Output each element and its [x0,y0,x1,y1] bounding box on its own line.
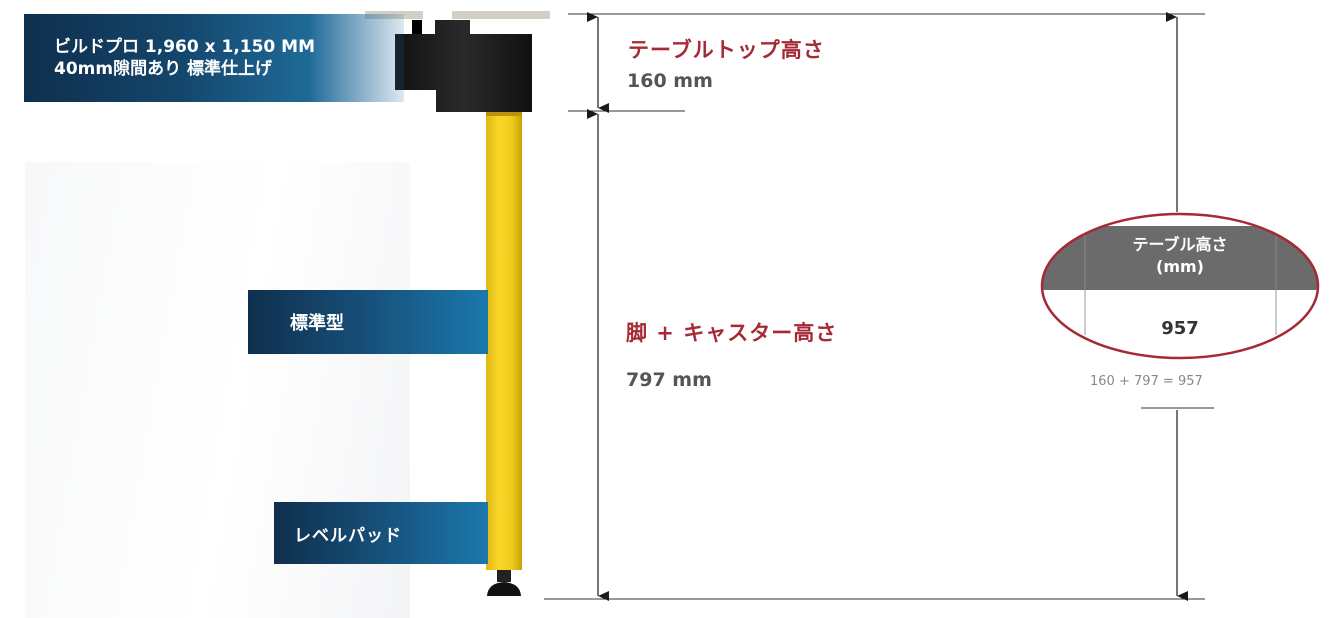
product-title-line1: ビルドプロ 1,960 x 1,150 MM [54,37,316,57]
tabletop-height-value: 160 mm [627,70,713,92]
table-leg [486,112,522,596]
table-height-header: テーブル高さ (mm) [1090,234,1270,278]
leveling-pad-foot [487,582,521,596]
highlight-oval [1040,212,1320,360]
leg-caster-height-label: 脚 + キャスター高さ [626,321,838,345]
leg-caster-height-value: 797 mm [626,369,712,391]
tabletop-frame [395,20,532,112]
tabletop-height-label: テーブルトップ高さ [628,38,825,62]
table-height-header-line1: テーブル高さ [1132,235,1228,254]
leveling-pad-callout: レベルパッド [274,502,488,564]
product-title-banner: ビルドプロ 1,960 x 1,150 MM 40mm隙間あり 標準仕上げ [24,14,404,102]
table-height-value: 957 [1161,318,1199,339]
standard-type-label: 標準型 [290,313,344,334]
height-formula: 160 + 797 = 957 [1090,374,1203,389]
product-title-line2: 40mm隙間あり 標準仕上げ [54,59,273,79]
leveling-pad-label: レベルパッド [294,525,402,546]
standard-type-callout: 標準型 [248,290,488,354]
table-height-header-line2: (mm) [1156,257,1204,276]
